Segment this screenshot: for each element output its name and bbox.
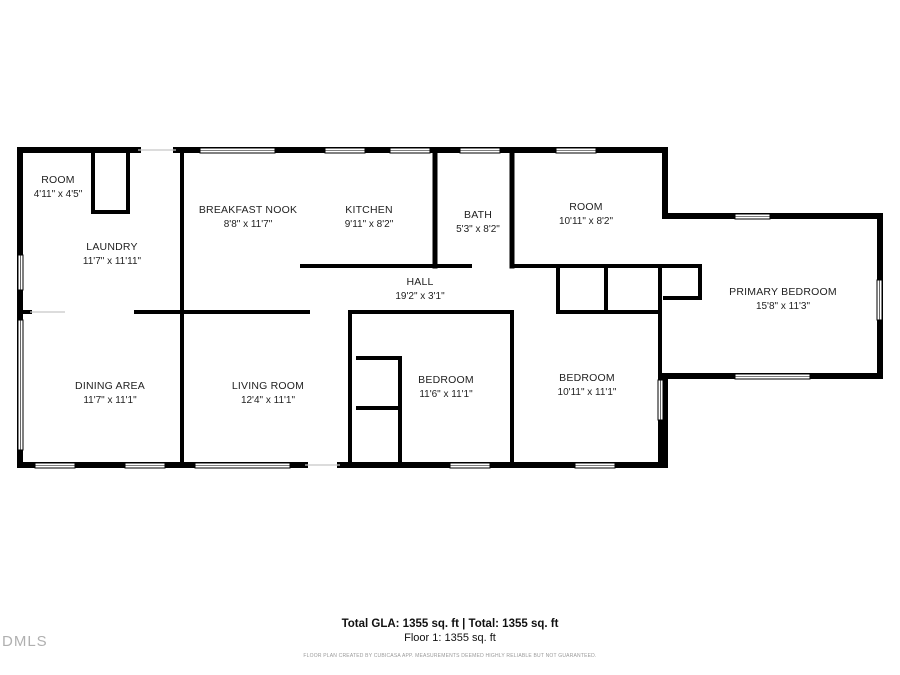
room-name-label: BATH [464, 209, 492, 221]
room-name-label: ROOM [41, 174, 74, 186]
walls [17, 147, 883, 468]
room-name-label: KITCHEN [345, 204, 393, 216]
room-dimension-label: 10'11" x 11'1" [558, 387, 617, 398]
room-dimension-label: 5'3" x 8'2" [456, 224, 500, 235]
windows [17, 147, 883, 469]
room-name-label: PRIMARY BEDROOM [729, 286, 837, 298]
room-dimension-label: 11'7" x 11'1" [83, 395, 137, 406]
floor-area-text: Floor 1: 1355 sq. ft [404, 632, 496, 644]
room-name-label: LAUNDRY [86, 241, 137, 253]
room-name-label: ROOM [569, 201, 602, 213]
room-dimension-label: 9'11" x 8'2" [345, 219, 394, 230]
room-name-label: HALL [406, 276, 433, 288]
room-dimension-label: 12'4" x 11'1" [241, 395, 296, 406]
room-dimension-label: 11'6" x 11'1" [419, 389, 473, 400]
mls-watermark: DMLS [2, 633, 48, 650]
room-dimension-label: 10'11" x 8'2" [559, 216, 614, 227]
disclaimer-text: FLOOR PLAN CREATED BY CUBICASA APP. MEAS… [303, 653, 597, 659]
room-name-label: BEDROOM [418, 374, 474, 386]
room-dimension-label: 4'11" x 4'5" [34, 189, 83, 200]
room-name-label: LIVING ROOM [232, 380, 304, 392]
room-dimension-label: 8'8" x 11'7" [224, 219, 273, 230]
room-dimension-label: 11'7" x 11'11" [83, 256, 142, 267]
room-name-label: BREAKFAST NOOK [199, 204, 297, 216]
room-name-label: DINING AREA [75, 380, 145, 392]
room-dimension-label: 19'2" x 3'1" [395, 291, 445, 302]
total-area-text: Total GLA: 1355 sq. ft | Total: 1355 sq.… [341, 618, 559, 630]
room-labels: ROOM 4'11" x 4'5" LAUNDRY 11'7" x 11'11" BRE… [34, 174, 837, 406]
room-name-label: BEDROOM [559, 372, 615, 384]
room-dimension-label: 15'8" x 11'3" [756, 301, 811, 312]
